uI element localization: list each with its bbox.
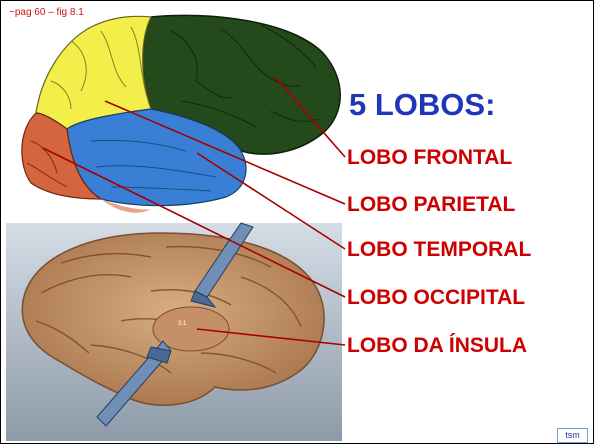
label-lobo-occipital: LOBO OCCIPITAL [347, 286, 525, 310]
label-lobo-parietal: LOBO PARIETAL [347, 193, 515, 217]
author-badge: tsm [557, 428, 588, 443]
figure-reference: ~pag 60 – fig 8.1 [9, 7, 84, 18]
slide-title: 5 LOBOS: [349, 87, 495, 123]
label-lobo-temporal: LOBO TEMPORAL [347, 238, 531, 262]
insula-photo: 3.1 [6, 223, 342, 441]
label-lobo-insula: LOBO DA ÍNSULA [347, 334, 527, 358]
lobe-diagram [22, 15, 340, 212]
insula-mark: 3.1 [178, 321, 187, 327]
label-lobo-frontal: LOBO FRONTAL [347, 146, 512, 170]
